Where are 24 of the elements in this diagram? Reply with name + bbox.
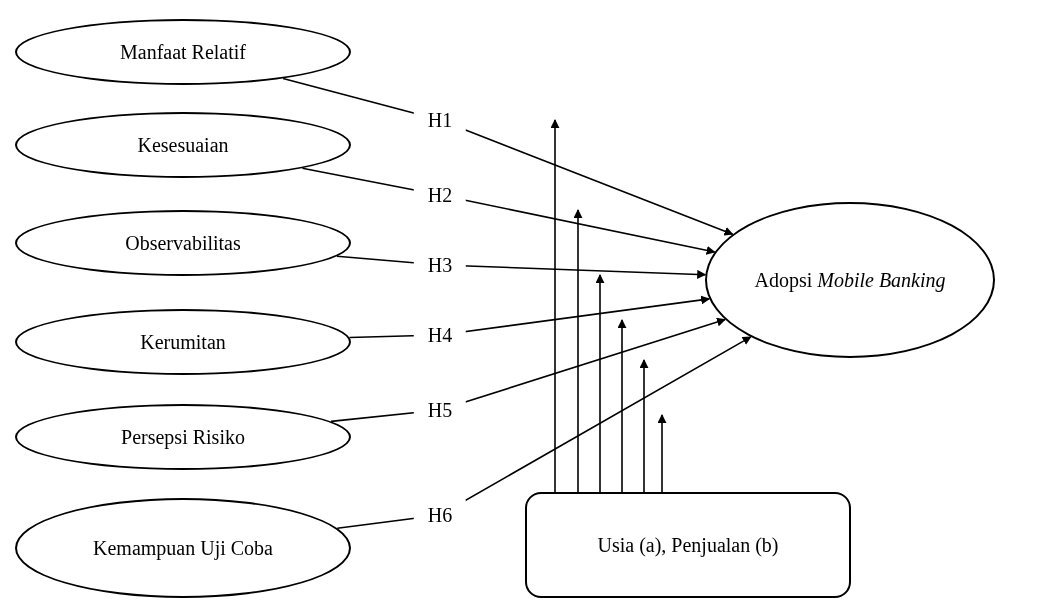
arrow — [657, 414, 667, 493]
arrow — [282, 77, 734, 236]
node-label: Kerumitan — [139, 330, 227, 354]
node-label: Persepsi Risiko — [120, 425, 246, 449]
node-label: Adopsi Mobile Banking — [753, 268, 947, 292]
ellipse-node — [15, 498, 351, 598]
arrow — [639, 359, 649, 493]
ellipse-node — [15, 19, 351, 85]
node-label: Observabilitas — [124, 231, 242, 255]
node-label: Kemampuan Uji Coba — [92, 536, 274, 560]
ellipse-node — [705, 202, 995, 358]
arrow — [617, 319, 627, 493]
node-label: Manfaat Relatif — [118, 40, 248, 64]
rounded-box — [525, 492, 851, 598]
ellipse-node — [15, 112, 351, 178]
arrow — [336, 336, 752, 529]
ellipse-node — [15, 404, 351, 470]
ellipse-node — [15, 210, 351, 276]
arrow — [595, 274, 605, 493]
arrow — [550, 119, 560, 493]
node-label: Kesesuaian — [136, 133, 230, 157]
node-label: Usia (a), Penjualan (b) — [596, 533, 780, 557]
ellipse-node — [15, 309, 351, 375]
arrow — [573, 209, 583, 493]
